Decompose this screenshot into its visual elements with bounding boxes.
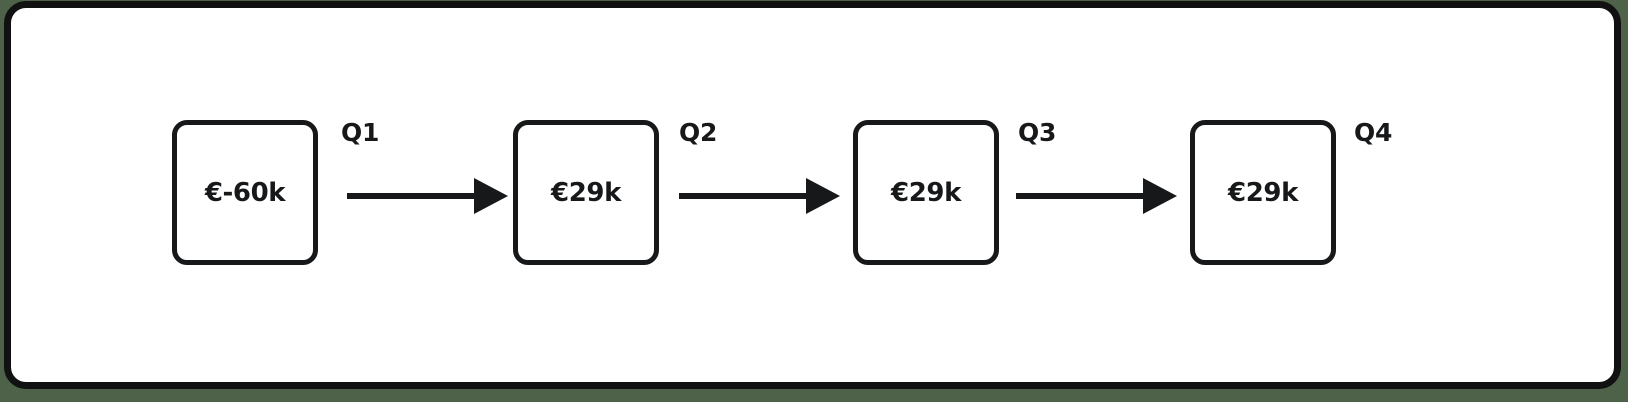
edge-label-q2: Q2 — [679, 118, 718, 147]
flow-arrow-q1 — [347, 178, 508, 214]
arrow-line-icon — [347, 193, 477, 199]
arrow-line-icon — [679, 193, 809, 199]
flow-node-q1-start[interactable]: €-60k — [172, 120, 318, 265]
flow-node-q4[interactable]: €29k — [1190, 120, 1336, 265]
arrow-head-icon — [806, 178, 840, 214]
node-value: €29k — [551, 177, 621, 208]
arrow-head-icon — [474, 178, 508, 214]
arrow-line-icon — [1016, 193, 1146, 199]
edge-label-q3: Q3 — [1018, 118, 1057, 147]
edge-label-q4: Q4 — [1354, 118, 1393, 147]
node-value: €29k — [1228, 177, 1298, 208]
arrow-head-icon — [1143, 178, 1177, 214]
flow-node-q3[interactable]: €29k — [853, 120, 999, 265]
flow-arrow-q2 — [679, 178, 840, 214]
node-value: €29k — [891, 177, 961, 208]
edge-label-q1: Q1 — [341, 118, 380, 147]
flow-node-q2[interactable]: €29k — [513, 120, 659, 265]
node-value: €-60k — [204, 177, 286, 208]
flow-arrow-q3 — [1016, 178, 1177, 214]
